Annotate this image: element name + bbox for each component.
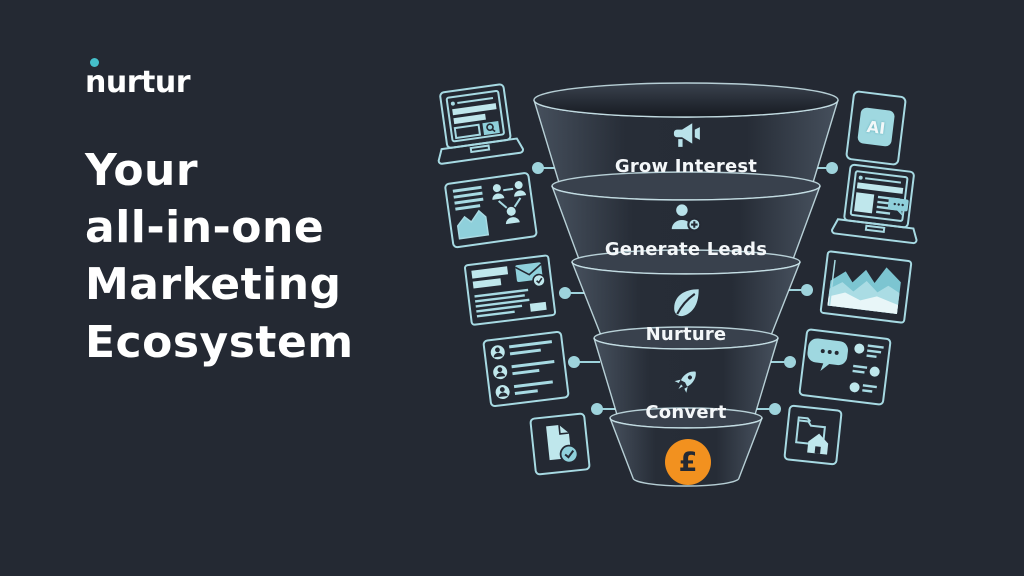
stage-label: Generate Leads <box>604 239 768 260</box>
connector-dot <box>568 356 580 368</box>
funnel-stage-grow-interest: Grow Interest <box>615 122 757 177</box>
stage-label: Nurture <box>645 324 727 345</box>
ai-label: AI <box>865 116 887 138</box>
rocket-icon <box>674 371 696 393</box>
pound-currency-badge: £ <box>665 439 711 485</box>
ai-chip-icon: AI <box>844 89 908 167</box>
leads-list-icon <box>481 329 571 408</box>
connector-lines-right <box>756 162 838 415</box>
funnel-stage-convert: Convert <box>645 366 726 423</box>
conversations-icon <box>797 327 893 407</box>
nurtur-logo: nurtur <box>85 58 191 100</box>
website-chat-laptop-icon <box>829 161 928 249</box>
headline-line-2: all-in-one <box>85 202 325 254</box>
laptop-search-icon <box>424 78 529 178</box>
megaphone-icon <box>674 123 700 147</box>
person-add-icon <box>671 204 702 232</box>
logo-wordmark: nurtur <box>85 65 191 100</box>
leaf-icon <box>674 289 700 317</box>
connector-dot <box>784 356 796 368</box>
headline-line-3: Marketing <box>85 259 342 311</box>
email-campaign-icon <box>462 253 559 327</box>
connector-dot <box>591 403 603 415</box>
connector-dot <box>826 162 838 174</box>
connector-dot <box>801 284 813 296</box>
connector-dot <box>559 287 571 299</box>
pound-symbol: £ <box>678 446 698 478</box>
analytics-area-chart-icon <box>818 249 913 325</box>
headline-line-1: Your <box>85 145 199 196</box>
property-folder-icon <box>782 403 844 467</box>
page-title: Your all-in-one Marketing Ecosystem <box>85 142 354 371</box>
connector-dot <box>769 403 781 415</box>
document-check-icon <box>528 411 592 477</box>
stage-label: Grow Interest <box>614 156 758 177</box>
logo-teal-dot-icon <box>90 58 99 67</box>
stage-label: Convert <box>645 402 727 423</box>
connector-lines-left <box>532 162 616 415</box>
funnel-stage-generate-leads: Generate Leads <box>605 203 767 260</box>
headline-line-4: Ecosystem <box>85 316 354 368</box>
connector-dot <box>532 162 544 174</box>
audience-network-icon <box>443 170 542 252</box>
funnel-stage-nurture: Nurture <box>646 288 727 345</box>
